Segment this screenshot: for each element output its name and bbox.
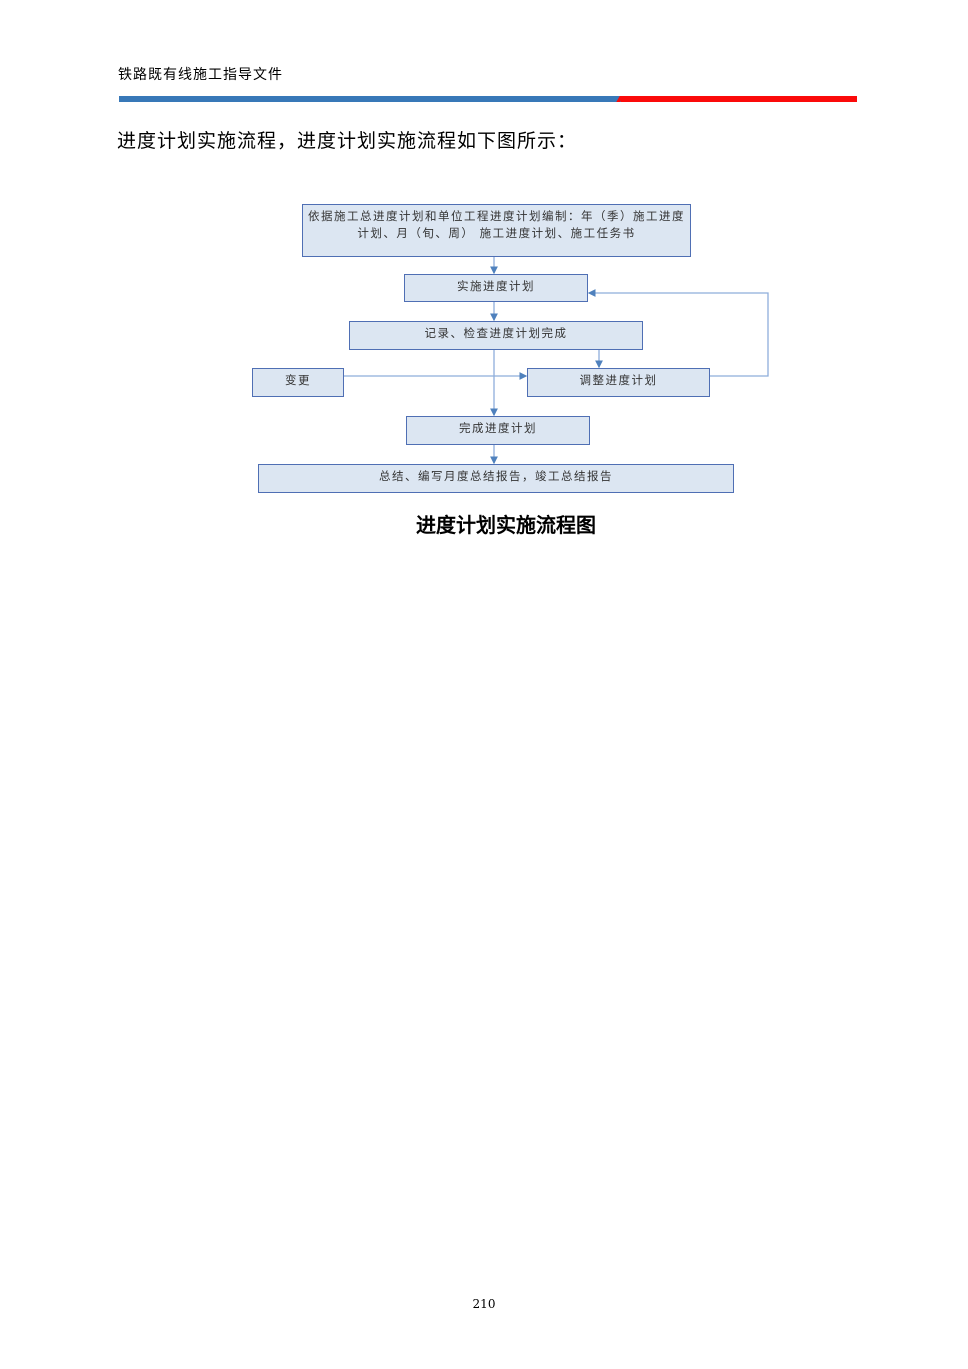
document-header-title: 铁路既有线施工指导文件 [118,67,283,83]
node-basis: 依据施工总进度计划和单位工程进度计划编制：年（季）施工进度计划、月（旬、周） 施… [302,204,691,257]
node-change: 变更 [252,368,344,397]
arrow-adjust-to-implement [587,289,769,377]
node-implement-plan: 实施进度计划 [404,274,588,302]
intro-paragraph: 进度计划实施流程，进度计划实施流程如下图所示： [117,130,578,152]
node-complete-plan: 完成进度计划 [406,416,590,445]
figure-caption: 进度计划实施流程图 [416,513,596,537]
node-record-check: 记录、检查进度计划完成 [349,321,643,350]
node-adjust-plan: 调整进度计划 [527,368,710,397]
flowchart-connectors [343,256,769,465]
header-rule-blue [119,96,621,102]
header-rule-red [621,96,857,102]
node-summary-report: 总结、编写月度总结报告，竣工总结报告 [258,464,734,493]
page-number: 210 [472,1297,496,1311]
